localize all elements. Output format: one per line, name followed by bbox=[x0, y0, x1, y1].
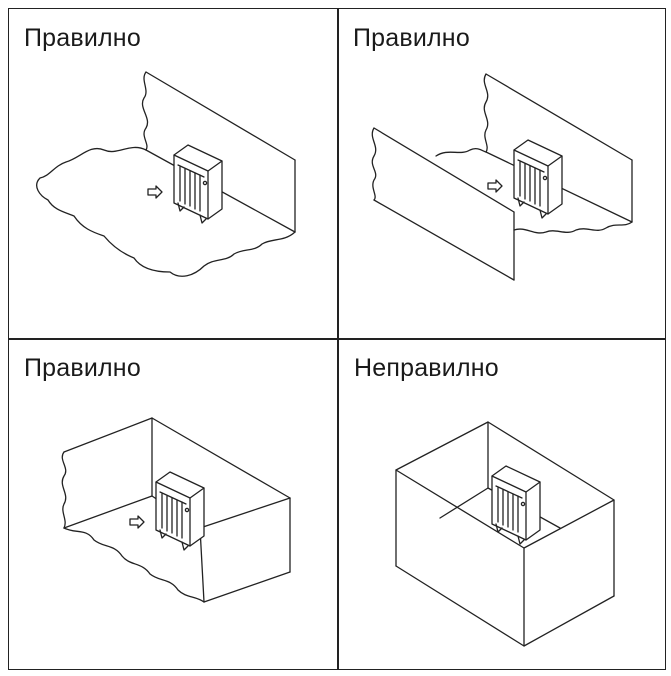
ground-area bbox=[36, 146, 296, 277]
ground-area bbox=[63, 527, 205, 603]
outdoor-unit-icon bbox=[491, 465, 541, 545]
wall-front bbox=[371, 127, 515, 281]
airflow-arrow-icon bbox=[129, 515, 145, 529]
outdoor-unit-icon bbox=[513, 139, 563, 219]
outdoor-unit-icon bbox=[173, 144, 223, 224]
enclosure-box bbox=[395, 421, 615, 647]
airflow-arrow-icon bbox=[147, 185, 163, 199]
ground-area bbox=[435, 147, 633, 234]
panel-2-label: Правилно bbox=[353, 24, 470, 52]
panel-1-label: Правилно bbox=[24, 24, 141, 52]
airflow-arrow-icon bbox=[487, 179, 503, 193]
panel-4-label: Неправилно bbox=[354, 354, 499, 382]
grid-divider-horizontal bbox=[8, 338, 666, 340]
walls bbox=[61, 417, 291, 603]
panel-3-label: Правилно bbox=[24, 354, 141, 382]
outdoor-unit-icon bbox=[155, 471, 205, 551]
